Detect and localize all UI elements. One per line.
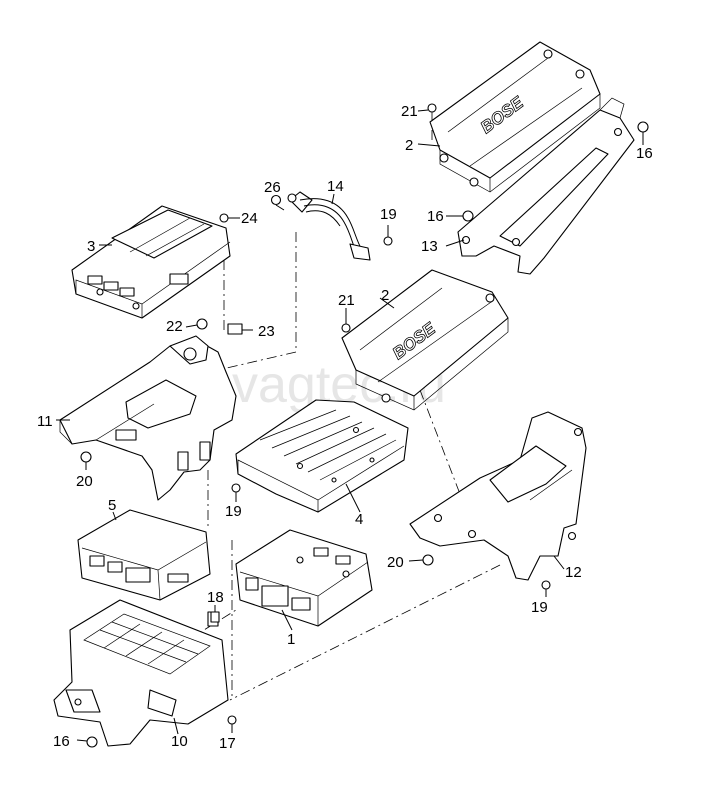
part-label-2a: 2 (405, 137, 413, 154)
part-label-5: 5 (108, 497, 116, 514)
receiver-unit (235, 529, 373, 627)
leader-lines (56, 109, 644, 742)
screw-17 (227, 715, 237, 725)
clip-23 (227, 323, 243, 335)
fasteners (80, 103, 649, 748)
assembly-lines (187, 110, 501, 701)
bracket-lower-right (409, 411, 587, 581)
part-label-4: 4 (355, 511, 363, 528)
screw-21b (341, 323, 351, 333)
nut-16a (637, 121, 649, 133)
part-label-14: 14 (327, 178, 344, 195)
part-label-1: 1 (287, 631, 295, 648)
part-label-22: 22 (166, 318, 183, 335)
honeycomb-carrier (53, 599, 229, 747)
cable-harness (287, 191, 371, 261)
part-label-24: 24 (241, 210, 258, 227)
part-label-12: 12 (565, 564, 582, 581)
carrier-bracket (59, 335, 237, 501)
screw-21a (427, 103, 437, 113)
part-label-10: 10 (171, 733, 188, 750)
nut-16c (86, 736, 98, 748)
amplifier-middle: BOSE (341, 269, 509, 411)
nut-20a (80, 451, 92, 463)
part-label-13: 13 (421, 238, 438, 255)
clip-18 (210, 611, 220, 623)
part-label-26: 26 (264, 179, 281, 196)
part-label-21a: 21 (401, 103, 418, 120)
amplifier-top: BOSE (429, 41, 601, 193)
screw-24 (219, 213, 229, 223)
part-labels: 21 2 16 26 14 24 19 16 13 3 21 2 22 23 1… (37, 103, 653, 752)
part-label-3: 3 (87, 238, 95, 255)
part-label-20b: 20 (387, 554, 404, 571)
small-unit (77, 509, 211, 601)
part-label-16c: 16 (53, 733, 70, 750)
bracket-top (457, 97, 635, 275)
part-label-16a: 16 (636, 145, 653, 162)
part-label-18: 18 (207, 589, 224, 606)
nut-22 (196, 318, 208, 330)
part-label-2b: 2 (381, 287, 389, 304)
screw-19b (231, 483, 241, 493)
part-label-19a: 19 (380, 206, 397, 223)
part-label-20a: 20 (76, 473, 93, 490)
screw-19a (383, 236, 393, 246)
screw-19c (541, 580, 551, 590)
part-label-23: 23 (258, 323, 275, 340)
nut-16b (462, 210, 474, 222)
part-label-19b: 19 (225, 503, 242, 520)
part-label-11: 11 (37, 413, 53, 430)
part-label-21b: 21 (338, 292, 355, 309)
control-unit (71, 205, 231, 319)
nut-20b (422, 554, 434, 566)
part-label-16b: 16 (427, 208, 444, 225)
part-label-19c: 19 (531, 599, 548, 616)
nut-26 (270, 194, 282, 206)
part-label-17: 17 (219, 735, 236, 752)
amplifier-box (235, 399, 409, 513)
